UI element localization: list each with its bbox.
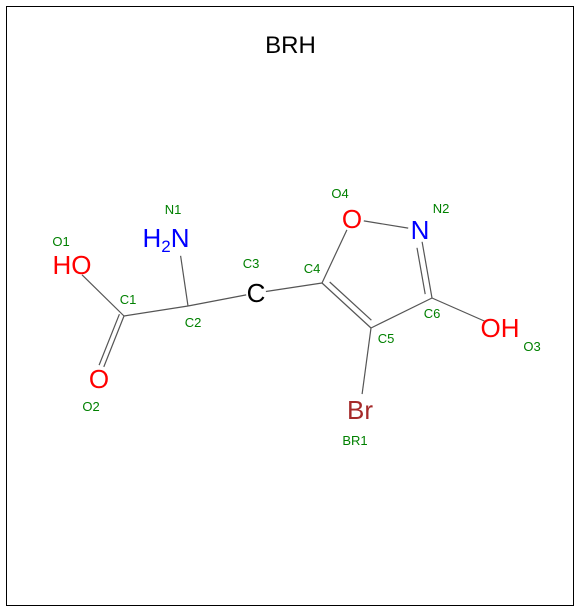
bond-o4-n2: [363, 220, 409, 229]
diagram-frame: [6, 6, 574, 606]
atom-label-n1: N1: [165, 202, 182, 217]
atom-label-c5: C5: [378, 331, 395, 346]
atom-c3-symbol: C: [247, 278, 266, 308]
atom-label-o4: O4: [331, 186, 348, 201]
atom-o4-symbol: O: [342, 204, 362, 234]
molecule-title: BRH: [265, 32, 316, 59]
bond-c1-c2: [123, 305, 189, 317]
bond-c5-br1: [361, 327, 372, 395]
atom-br1-symbol: Br: [347, 395, 373, 425]
bond-c6-o3: [431, 297, 486, 323]
atom-n2-symbol: N: [411, 215, 430, 245]
bond-c1-o1: [81, 274, 125, 317]
bond-layer: [81, 220, 486, 395]
bond-c1-o2: [103, 315, 125, 368]
bond-c2-c3: [187, 294, 247, 307]
bond-c3-c4: [265, 282, 323, 293]
bond-c5-c4: [321, 282, 372, 329]
atom-label-c6: C6: [424, 306, 441, 321]
bond-c5-c4-second-line: [329, 281, 372, 321]
atom-label-o1: O1: [52, 234, 69, 249]
atom-label-c2: C2: [185, 315, 202, 330]
atom-label-o3: O3: [523, 339, 540, 354]
atom-o1-symbol: HO: [53, 250, 92, 280]
atom-o2-symbol: O: [89, 364, 109, 394]
bond-c2-n1: [180, 255, 189, 307]
atom-n1-symbol: H2N: [142, 223, 189, 256]
atom-label-o2: O2: [82, 399, 99, 414]
atom-o3-symbol: OH: [481, 313, 520, 343]
atom-label-c3: C3: [243, 256, 260, 271]
bond-c4-o4: [321, 229, 348, 284]
bond-n2-c6-second-line: [416, 247, 426, 295]
bond-c1-o2-second-line: [98, 313, 120, 366]
atom-label-c4: C4: [304, 261, 321, 276]
atom-label-n2: N2: [433, 201, 450, 216]
atom-layer: HO O H2N C O N OH Br: [53, 204, 520, 425]
atom-label-br1: BR1: [342, 433, 367, 448]
bond-c6-c5: [370, 297, 433, 329]
atom-label-c1: C1: [120, 292, 137, 307]
bond-n2-c6: [421, 241, 433, 299]
